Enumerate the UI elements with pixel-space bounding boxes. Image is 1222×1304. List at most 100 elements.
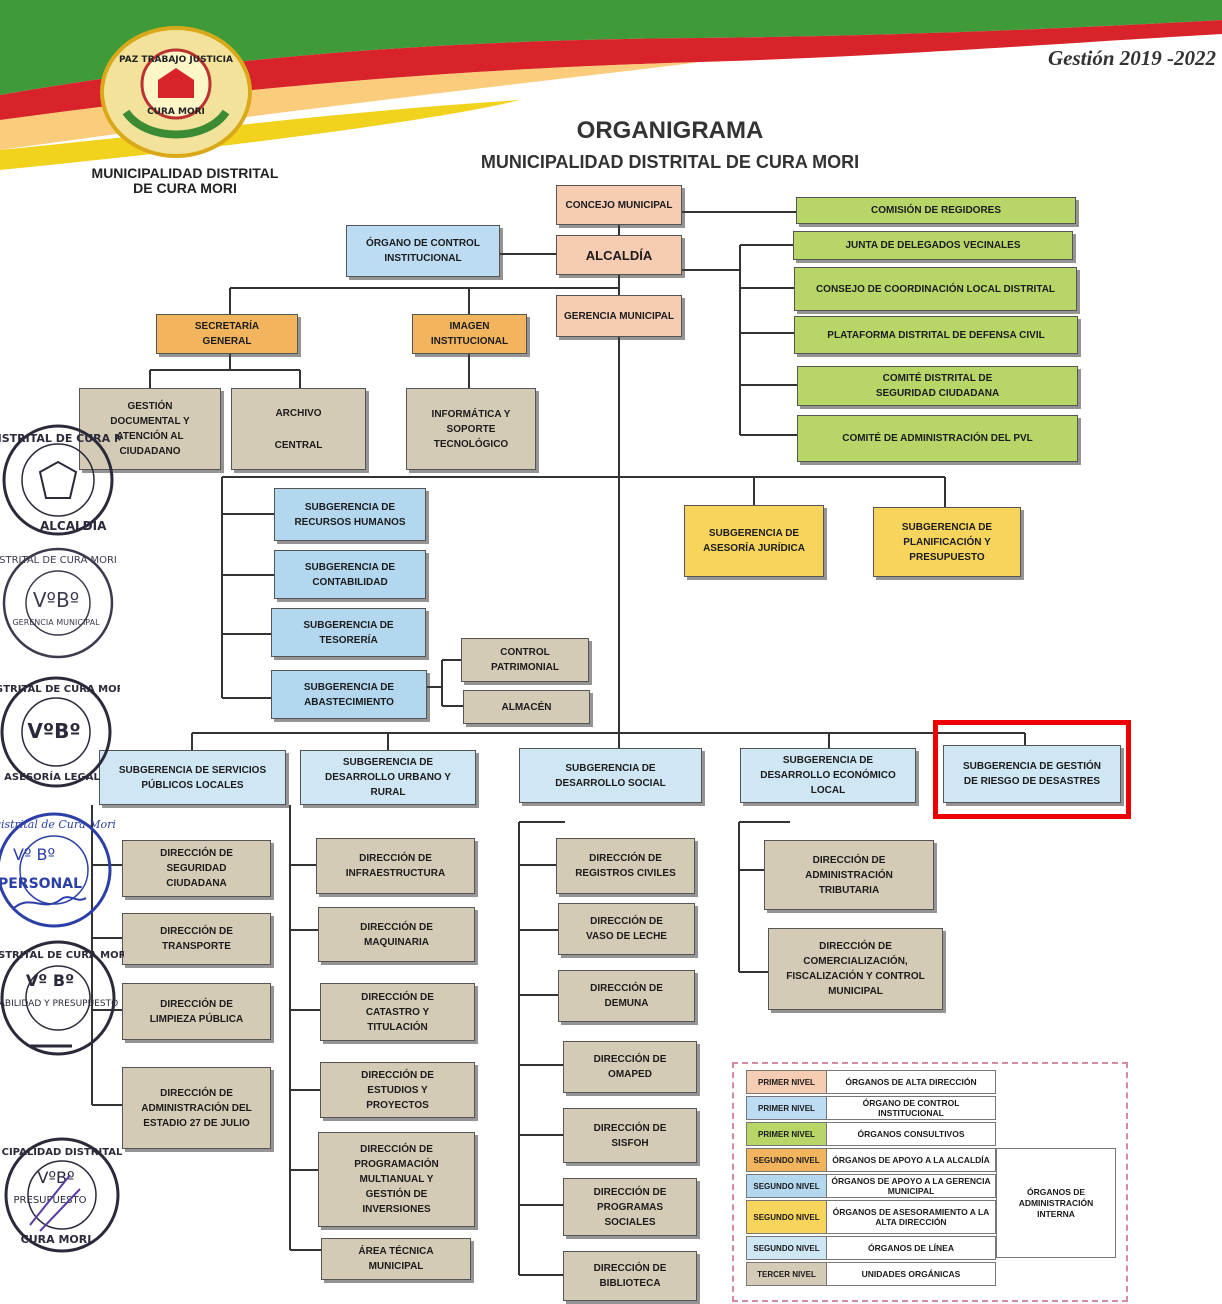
node-recursos-humanos: SUBGERENCIA DE RECURSOS HUMANOS (274, 488, 426, 541)
stamp-presup-line1: CIPALIDAD DISTRITAL (2, 1147, 123, 1158)
municipality-name-line2: DE CURA MORI (133, 180, 237, 196)
municipality-name-line1: MUNICIPALIDAD DISTRITAL (91, 165, 279, 181)
stamp-gerencia-line1: STRITAL DE CURA MORI (0, 555, 117, 566)
legend-row: PRIMER NIVEL ÓRGANO DE CONTROL INSTITUCI… (746, 1096, 996, 1120)
stamp-legal-line2: ASESORÍA LEGAL (4, 770, 100, 783)
node-admin-tributaria: DIRECCIÓN DE ADMINISTRACIÓN TRIBUTARIA (764, 840, 934, 910)
stamp-gerencia-line2: GERENCIA MUNICIPAL (12, 618, 100, 627)
node-organo-control: ÓRGANO DE CONTROL INSTITUCIONAL (346, 225, 500, 277)
legend-label: ÓRGANOS DE ASESORAMIENTO A LA ALTA DIREC… (832, 1207, 990, 1227)
node-control-patrimonial: CONTROL PATRIMONIAL (461, 638, 589, 682)
node-omaped: DIRECCIÓN DE OMAPED (563, 1041, 697, 1093)
node-desarrollo-economico: SUBGERENCIA DE DESARROLLO ECONÓMICO LOCA… (740, 748, 916, 803)
stamp-personal-line2: PERSONAL (0, 876, 82, 892)
node-maquinaria: DIRECCIÓN DE MAQUINARIA (318, 907, 475, 962)
municipality-name: MUNICIPALIDAD DISTRITAL DE CURA MORI (40, 166, 330, 196)
node-gestion-riesgo: SUBGERENCIA DE GESTIÓN DE RIESGO DE DESA… (943, 745, 1121, 803)
node-estudios: DIRECCIÓN DE ESTUDIOS Y PROYECTOS (320, 1062, 475, 1118)
legend-label: UNIDADES ORGÁNICAS (861, 1269, 961, 1279)
node-imagen-institucional: IMAGEN INSTITUCIONAL (412, 314, 527, 354)
node-programacion: DIRECCIÓN DE PROGRAMACIÓN MULTIANUAL Y G… (318, 1132, 475, 1227)
node-consejo-coordinacion: CONSEJO DE COORDINACIÓN LOCAL DISTRITAL (794, 267, 1077, 311)
legend-level: TERCER NIVEL (747, 1263, 827, 1285)
stamp-contab-line2: CONTABILIDAD Y PRESUPUESTO (0, 999, 118, 1009)
node-secretaria-general: SECRETARÍA GENERAL (156, 314, 298, 354)
node-demuna: DIRECCIÓN DE DEMUNA (558, 970, 695, 1022)
stamp-personal-line1: Distrital de Cura Mori (0, 818, 116, 831)
legend-label: ÓRGANOS DE LÍNEA (868, 1243, 954, 1253)
legend-row: SEGUNDO NIVEL ÓRGANOS DE LÍNEA (746, 1236, 996, 1260)
legend-row: SEGUNDO NIVEL ÓRGANOS DE APOYO A LA GERE… (746, 1174, 996, 1198)
legend-level: SEGUNDO NIVEL (747, 1237, 827, 1259)
legend-label: ÓRGANOS DE APOYO A LA ALCALDÍA (832, 1155, 990, 1165)
legend-row: SEGUNDO NIVEL ÓRGANOS DE ASESORAMIENTO A… (746, 1200, 996, 1234)
node-comercializacion: DIRECCIÓN DE COMERCIALIZACIÓN, FISCALIZA… (768, 928, 943, 1010)
node-desarrollo-urbano: SUBGERENCIA DE DESARROLLO URBANO Y RURAL (300, 750, 476, 805)
gestion-period: Gestión 2019 -2022 (1048, 46, 1216, 70)
stamp-personal-vb: Vº Bº (13, 845, 55, 864)
stamp-alcaldia-line2: ALCALDIA (40, 519, 107, 533)
legend-label: ÓRGANOS CONSULTIVOS (857, 1129, 965, 1139)
legend-row: SEGUNDO NIVEL ÓRGANOS DE APOYO A LA ALCA… (746, 1148, 996, 1172)
stamp-gerencia: STRITAL DE CURA MORI VºBº GERENCIA MUNIC… (0, 545, 124, 663)
node-archivo-central: ARCHIVO CENTRAL (231, 388, 366, 470)
node-asesoria-juridica: SUBGERENCIA DE ASESORÍA JURÍDICA (684, 505, 824, 577)
node-seguridad-ciudadana: DIRECCIÓN DE SEGURIDAD CIUDADANA (122, 840, 271, 897)
page-title: ORGANIGRAMA (576, 117, 764, 144)
node-comite-pvl: COMITÉ DE ADMINISTRACIÓN DEL PVL (797, 415, 1078, 462)
node-transporte: DIRECCIÓN DE TRANSPORTE (122, 913, 271, 965)
node-planificacion: SUBGERENCIA DE PLANIFICACIÓN Y PRESUPUES… (873, 507, 1021, 577)
node-vaso-leche: DIRECCIÓN DE VASO DE LECHE (558, 903, 695, 955)
node-concejo-municipal: CONCEJO MUNICIPAL (556, 185, 682, 225)
node-biblioteca: DIRECCIÓN DE BIBLIOTECA (563, 1251, 697, 1301)
legend-row: PRIMER NIVEL ÓRGANOS CONSULTIVOS (746, 1122, 996, 1146)
node-plataforma-defensa: PLATAFORMA DISTRITAL DE DEFENSA CIVIL (794, 316, 1078, 354)
node-servicios-publicos: SUBGERENCIA DE SERVICIOS PÚBLICOS LOCALE… (99, 750, 286, 805)
node-programas-sociales: DIRECCIÓN DE PROGRAMAS SOCIALES (563, 1178, 697, 1236)
legend-level: PRIMER NIVEL (747, 1071, 827, 1093)
node-contabilidad: SUBGERENCIA DE CONTABILIDAD (274, 550, 426, 599)
node-infraestructura: DIRECCIÓN DE INFRAESTRUCTURA (316, 838, 475, 894)
node-limpieza-publica: DIRECCIÓN DE LIMPIEZA PÚBLICA (122, 983, 271, 1040)
node-gestion-documental: GESTIÓN DOCUMENTAL Y ATENCIÓN AL CIUDADA… (79, 388, 221, 470)
logo-ribbon-top: PAZ TRABAJO JUSTICIA (119, 55, 233, 65)
node-abastecimiento: SUBGERENCIA DE ABASTECIMIENTO (271, 670, 427, 719)
node-informatica: INFORMÁTICA Y SOPORTE TECNOLÓGICO (406, 388, 536, 470)
node-junta-delegados: JUNTA DE DELEGADOS VECINALES (793, 231, 1073, 260)
page-subtitle: MUNICIPALIDAD DISTRITAL DE CURA MORI (480, 152, 860, 172)
node-comision-regidores: COMISIÓN DE REGIDORES (796, 197, 1076, 224)
stamp-gerencia-vb: VºBº (33, 588, 79, 612)
legend-level: PRIMER NIVEL (747, 1123, 827, 1145)
legend-row: PRIMER NIVEL ÓRGANOS DE ALTA DIRECCIÓN (746, 1070, 996, 1094)
stamp-alcaldia-line1: AL DISTRITAL DE CURA MORI (0, 432, 122, 445)
stamp-alcaldia: AL DISTRITAL DE CURA MORI ALCALDIA (0, 420, 122, 542)
node-almacen: ALMACÉN (463, 690, 590, 724)
node-estadio: DIRECCIÓN DE ADMINISTRACIÓN DEL ESTADIO … (122, 1067, 271, 1149)
node-registros-civiles: DIRECCIÓN DE REGISTROS CIVILES (556, 838, 695, 894)
stamp-contabilidad: DISTRITAL DE CURA MORI Vº Bº CONTABILIDA… (0, 938, 124, 1058)
node-alcaldia: ALCALDÍA (556, 235, 682, 275)
node-comite-seguridad: COMITÉ DISTRITAL DE SEGURIDAD CIUDADANA (797, 366, 1078, 406)
legend-level: SEGUNDO NIVEL (747, 1201, 827, 1233)
legend-label: ÓRGANO DE CONTROL INSTITUCIONAL (862, 1098, 960, 1118)
legend-level: PRIMER NIVEL (747, 1097, 827, 1119)
stamp-presupuesto: CIPALIDAD DISTRITAL VºBº PRESUPUESTO CUR… (0, 1135, 128, 1255)
stamp-contab-line1: DISTRITAL DE CURA MORI (0, 950, 124, 961)
node-sisfoh: DIRECCIÓN DE SISFOH (563, 1108, 697, 1163)
stamp-asesoria-legal: DISTRITAL DE CURA MORI VºBº ASESORÍA LEG… (0, 672, 120, 792)
legend-row: TERCER NIVEL UNIDADES ORGÁNICAS (746, 1262, 996, 1286)
stamp-personal: Distrital de Cura Mori Vº Bº PERSONAL (0, 808, 120, 934)
logo-ribbon-bottom: CURA MORI (147, 107, 205, 117)
municipal-logo: PAZ TRABAJO JUSTICIA CURA MORI (96, 22, 256, 164)
node-gerencia-municipal: GERENCIA MUNICIPAL (556, 295, 682, 337)
archivo-line2: CENTRAL (274, 439, 323, 451)
stamp-presup-line3: CURA MORI (21, 1233, 92, 1246)
stamp-legal-line1: DISTRITAL DE CURA MORI (0, 684, 120, 695)
legend-level: SEGUNDO NIVEL (747, 1175, 827, 1197)
legend-label: ÓRGANOS DE ALTA DIRECCIÓN (845, 1077, 977, 1087)
archivo-line1: ARCHIVO (275, 407, 322, 419)
legend-group-administracion-interna: ÓRGANOS DE ADMINISTRACIÓN INTERNA (996, 1148, 1116, 1258)
highlight-box (933, 720, 1131, 819)
node-area-tecnica: ÁREA TÉCNICA MUNICIPAL (321, 1238, 471, 1280)
legend: PRIMER NIVEL ÓRGANOS DE ALTA DIRECCIÓN P… (732, 1062, 1128, 1302)
